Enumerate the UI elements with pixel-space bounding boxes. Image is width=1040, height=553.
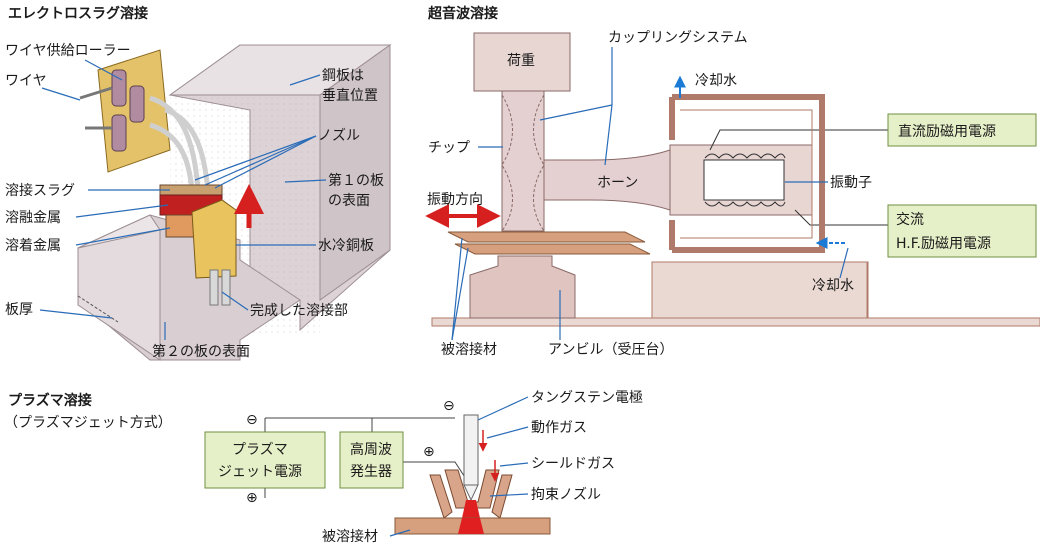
coupling-system-label: カップリングシステム [608,30,748,46]
first-plate-surface-label-1: 第１の板 [328,172,384,189]
wire-feed-roller-leader [84,59,123,81]
nozzle-leader-3 [214,135,317,189]
hf-generator-label-2: 発生器 [350,464,392,480]
water-cooled-copper-plate [191,199,237,306]
transducer-label: 振動子 [830,175,872,191]
constrict-nozzle-label: 拘束ノズル [531,487,601,503]
second-plate [77,214,301,361]
vibration-direction-label: 振動方向 [427,192,483,208]
plasma-torch [429,414,513,519]
transducer-core [703,159,785,201]
plasma-power-minus: ⊖ [246,412,258,428]
plasma-power-box [204,431,326,489]
plasma-weld-bead [458,518,484,534]
nozzle-leader-2 [204,135,317,186]
horn-label: ホーン [597,175,638,191]
electrode-minus: ⊖ [443,398,455,414]
plasma-subtitle: （プラズマジェット方式） [4,415,172,431]
nozzle-leader-1 [194,135,317,181]
working-gas-label: 動作ガス [531,420,587,436]
ultrasonic-title: 超音波溶接 [427,5,498,22]
steel-vertical-leader [289,74,321,86]
slag-label: 溶接スラグ [5,182,75,199]
molten-metal-label: 溶融金属 [5,210,61,226]
plasma-power-label-2: ジェット電源 [218,464,302,480]
copper-plate-label: 水冷銅板 [318,238,374,254]
plasma-power-plus: ⊕ [246,490,258,506]
plasma-workpiece-label: 被溶接材 [322,528,378,545]
deposited-metal-leader [75,227,171,246]
completed-weld-label: 完成した溶接部 [250,302,348,319]
wire-feed-roller-label: ワイヤ供給ローラー [5,43,131,59]
anvil-label: アンビル（受圧台） [548,342,673,358]
workpiece-lower [454,243,651,255]
completed-weld-leader [221,291,249,311]
workpiece-leader-1 [451,247,469,341]
hf-generator-box [339,431,404,489]
nozzle-plus: ⊕ [423,444,435,460]
tip-label: チップ [428,140,470,156]
nozzle-label: ノズル [318,128,360,144]
thickness-leader [39,309,113,319]
cooling-water-bottom-leader [839,247,849,279]
workpiece-upper [447,231,646,243]
shield-gas-leader [499,462,529,467]
deposited-metal-label: 溶着金属 [5,238,61,254]
ultrasonic-machine-frame [431,261,1040,327]
workpiece-label-ultrasonic: 被溶接材 [441,341,497,358]
cooling-water-bottom-label: 冷却水 [812,278,854,294]
transducer-housing [672,94,825,253]
cooling-water-top-label: 冷却水 [695,73,737,89]
workpiece-leader-2 [451,237,463,341]
load-block [473,32,571,92]
steel-vertical-label-1: 鋼板は [322,68,364,84]
ac-power-label-2: H.F.励磁用電源 [896,236,991,252]
electroslag-title: エレクトロスラグ溶接 [8,5,148,22]
plasma-workpiece-leader [389,529,411,537]
load-label: 荷重 [507,53,535,69]
working-gas-leader [486,426,529,439]
hf-generator-label-1: 高周波 [350,441,392,458]
tungsten-electrode-label: タングステン電極 [531,390,643,406]
ac-power-box [887,204,1037,258]
coupling-leader-horn [604,104,613,166]
thickness-dimension [77,295,119,323]
wire-leader [41,87,81,101]
thickness-label: 板厚 [5,302,33,318]
wire-label: ワイヤ [5,73,47,89]
steel-vertical-label-2: 垂直位置 [322,87,378,104]
shield-gas-label: シールドガス [531,456,615,472]
plasma-power-label-1: プラズマ [232,442,288,458]
first-plate-surface-label-2: の表面 [328,193,370,209]
ac-power-label-1: 交流 [896,211,924,228]
coupling-leader-tip [539,104,613,121]
dc-power-box [887,113,1037,147]
wire-feed-assembly [79,49,211,191]
molten-metal-leader [75,204,169,218]
first-plate-surface-leader [284,179,327,183]
tungsten-leader [477,396,529,421]
anvil [469,255,576,319]
constrict-nozzle-leader [489,493,529,497]
dc-power-label: 直流励磁用電源 [898,123,996,140]
tip-column [501,90,545,232]
plasma-title: プラズマ溶接 [8,392,92,409]
second-plate-surface-label: 第２の板の表面 [152,343,250,360]
